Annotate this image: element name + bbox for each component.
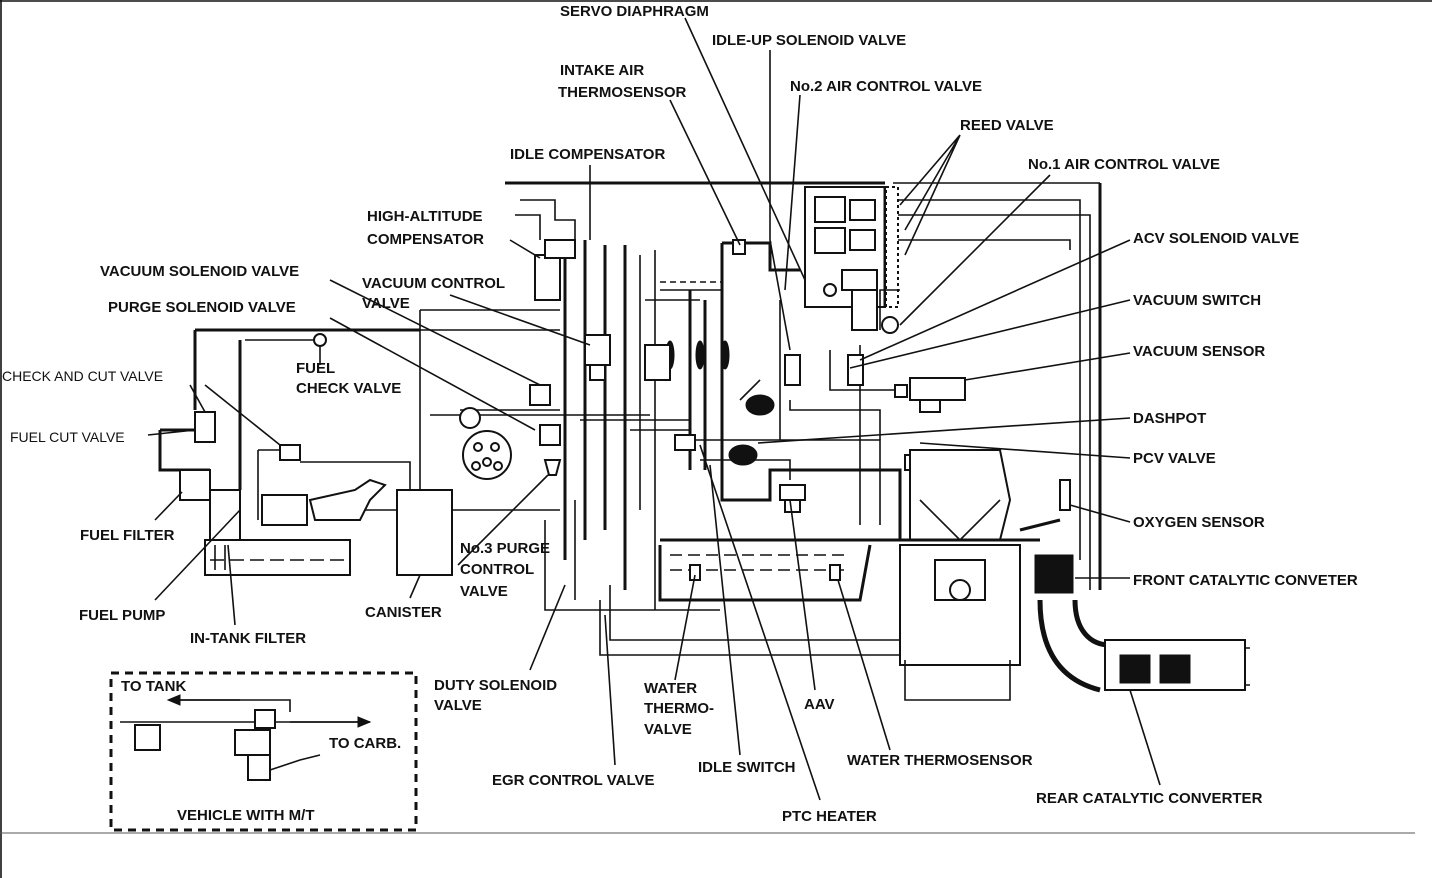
label-intake-air-thermosensor-1: INTAKE AIR <box>560 62 644 79</box>
label-pcv-valve: PCV VALVE <box>1133 450 1216 467</box>
label-fuel-pump: FUEL PUMP <box>79 607 165 624</box>
label-high-altitude-1: HIGH-ALTITUDE <box>367 208 483 225</box>
diagram-labels: SERVO DIAPHRAGM IDLE-UP SOLENOID VALVE I… <box>2 3 1358 825</box>
label-rear-catalytic: REAR CATALYTIC CONVERTER <box>1036 790 1263 807</box>
fuel-system <box>158 328 453 576</box>
label-no2-air-control-valve: No.2 AIR CONTROL VALVE <box>790 78 982 95</box>
label-vacuum-sensor: VACUUM SENSOR <box>1133 343 1265 360</box>
components-small <box>459 239 966 513</box>
label-aav: AAV <box>804 696 835 713</box>
air-control-valve-block <box>804 186 1091 590</box>
label-check-and-cut-valve: CHECK AND CUT VALVE <box>2 368 163 384</box>
label-vacuum-control-valve-2: VALVE <box>362 295 410 312</box>
label-vacuum-switch: VACUUM SWITCH <box>1133 292 1261 309</box>
label-vacuum-solenoid-valve: VACUUM SOLENOID VALVE <box>100 263 299 280</box>
label-dashpot: DASHPOT <box>1133 410 1206 427</box>
label-front-catalytic: FRONT CATALYTIC CONVETER <box>1133 572 1358 589</box>
label-acv-solenoid-valve: ACV SOLENOID VALVE <box>1133 230 1299 247</box>
label-egr-control-valve: EGR CONTROL VALVE <box>492 772 655 789</box>
label-water-thermosensor: WATER THERMOSENSOR <box>847 752 1033 769</box>
label-servo-diaphragm: SERVO DIAPHRAGM <box>560 3 709 20</box>
label-to-carb: TO CARB. <box>329 735 401 752</box>
label-fuel-cut-valve: FUEL CUT VALVE <box>10 429 125 445</box>
label-idle-compensator: IDLE COMPENSATOR <box>510 146 665 163</box>
exhaust-system <box>1019 479 1250 693</box>
label-vehicle-with-mt: VEHICLE WITH M/T <box>177 807 315 824</box>
label-ptc-heater: PTC HEATER <box>782 808 877 825</box>
engine-outline <box>505 181 1102 590</box>
label-high-altitude-2: COMPENSATOR <box>367 231 484 248</box>
label-idle-switch: IDLE SWITCH <box>698 759 796 776</box>
leader-lines <box>147 17 1161 801</box>
vacuum-lines <box>340 240 1020 656</box>
label-water-thermovalve-1: WATER <box>644 680 697 697</box>
label-vacuum-control-valve-1: VACUUM CONTROL <box>362 275 505 292</box>
label-duty-solenoid-1: DUTY SOLENOID <box>434 677 557 694</box>
label-no3-purge-3: VALVE <box>460 583 508 600</box>
label-fuel-check-valve-1: FUEL <box>296 360 335 377</box>
label-idle-up-solenoid-valve: IDLE-UP SOLENOID VALVE <box>712 32 906 49</box>
label-fuel-filter: FUEL FILTER <box>80 527 175 544</box>
inset-arrows <box>166 694 372 728</box>
label-to-tank: TO TANK <box>121 678 186 695</box>
label-water-thermovalve-3: VALVE <box>644 721 692 738</box>
label-no1-air-control-valve: No.1 AIR CONTROL VALVE <box>1028 156 1220 173</box>
label-fuel-check-valve-2: CHECK VALVE <box>296 380 401 397</box>
label-reed-valve: REED VALVE <box>960 117 1054 134</box>
label-canister: CANISTER <box>365 604 442 621</box>
label-water-thermovalve-2: THERMO- <box>644 700 714 717</box>
label-intake-air-thermosensor-2: THERMOSENSOR <box>558 84 687 101</box>
label-no3-purge-2: CONTROL <box>460 561 534 578</box>
engine-block <box>658 449 1040 701</box>
label-duty-solenoid-2: VALVE <box>434 697 482 714</box>
label-purge-solenoid-valve: PURGE SOLENOID VALVE <box>108 299 296 316</box>
label-oxygen-sensor: OXYGEN SENSOR <box>1133 514 1265 531</box>
label-in-tank-filter: IN-TANK FILTER <box>190 630 306 647</box>
label-no3-purge-1: No.3 PURGE <box>460 540 550 557</box>
